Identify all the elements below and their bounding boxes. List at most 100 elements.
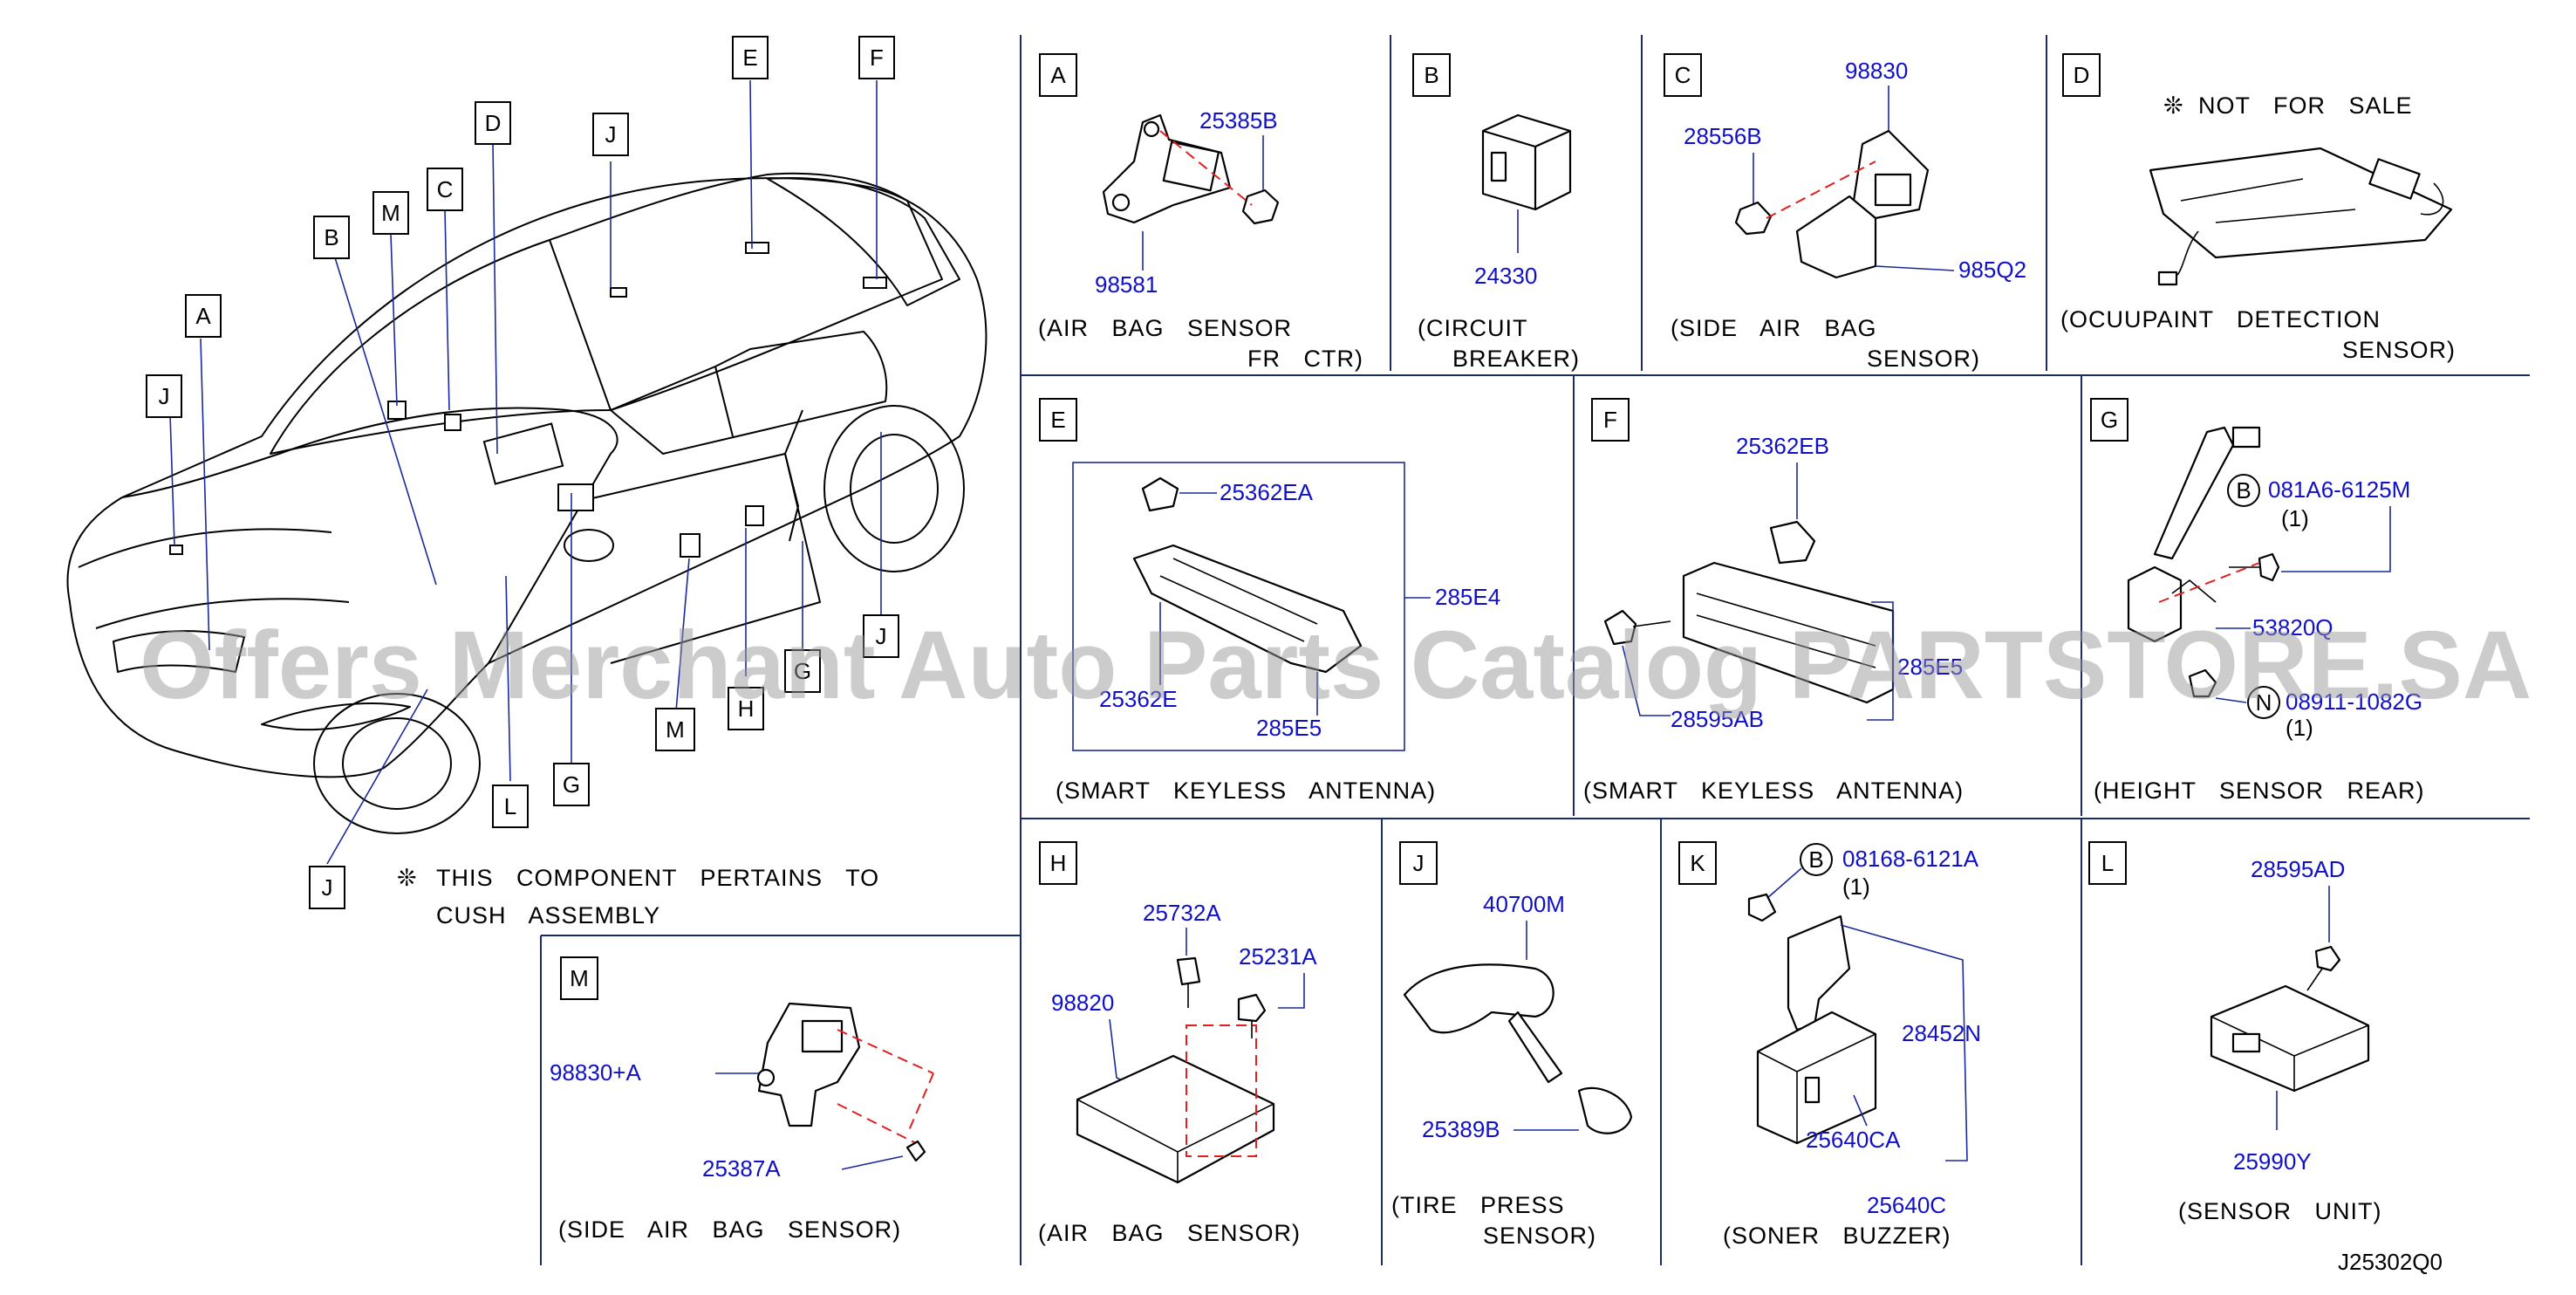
callout-j4: J xyxy=(322,874,333,901)
rear-wheel xyxy=(823,405,965,572)
caption-b-1: (CIRCUIT xyxy=(1418,315,1527,341)
callout-m2: M xyxy=(666,716,685,743)
caption-h: (AIR BAG SENSOR) xyxy=(1038,1220,1301,1246)
pn-98581: 98581 xyxy=(1095,271,1158,298)
car-body-outline xyxy=(66,177,987,778)
panel-a-letter: A xyxy=(1050,62,1066,88)
caption-e: (SMART KEYLESS ANTENNA) xyxy=(1056,778,1436,804)
pn-25362e: 25362E xyxy=(1099,686,1178,712)
pn-285e4: 285E4 xyxy=(1435,584,1500,610)
panel-h-letter: H xyxy=(1050,850,1067,876)
pn-25387a: 25387A xyxy=(702,1155,781,1182)
pn-25385b: 25385B xyxy=(1199,107,1278,134)
callout-a: A xyxy=(195,303,211,329)
height-sensor-rear-arm xyxy=(2153,426,2235,560)
pn-28595ab: 28595AB xyxy=(1671,706,1764,732)
panel-c-letter: C xyxy=(1675,62,1691,88)
callout-l: L xyxy=(504,793,516,819)
caption-l: (SENSOR UNIT) xyxy=(2178,1198,2382,1224)
panel-grid xyxy=(540,35,2530,1265)
panel-j: J 40700M 25389B (TIRE PRESS SENSOR) xyxy=(1391,841,1633,1249)
pn-08911-qty: (1) xyxy=(2286,715,2313,741)
bolt-25231a xyxy=(1237,993,1267,1023)
nut-08911 xyxy=(2188,668,2217,698)
pn-28556b: 28556B xyxy=(1684,123,1762,149)
caption-k: (SONER BUZZER) xyxy=(1723,1223,1951,1249)
not-for-sale-asterisk: ❊ xyxy=(2163,92,2184,119)
badge-n-g: N xyxy=(2256,689,2272,716)
pn-25640ca: 25640CA xyxy=(1806,1127,1901,1153)
component-note: ❊ THIS COMPONENT PERTAINS TO CUSH ASSEMB… xyxy=(397,865,878,928)
pn-28452n: 28452N xyxy=(1902,1020,1981,1046)
caption-d-1: (OCUUPAINT DETECTION xyxy=(2060,306,2381,332)
panel-f-letter: F xyxy=(1603,407,1617,433)
pn-081a6-6125m: 081A6-6125M xyxy=(2268,476,2410,503)
pn-98830: 98830 xyxy=(1845,58,1908,84)
clip-25362eb xyxy=(1769,520,1816,565)
pn-53820q: 53820Q xyxy=(2252,614,2333,641)
callout-j1: J xyxy=(159,383,170,409)
caption-j-2: SENSOR) xyxy=(1483,1223,1596,1249)
badge-b-k: B xyxy=(1808,846,1823,873)
caption-c-2: SENSOR) xyxy=(1867,346,1980,372)
panel-e: E 285E4 25362EA 25362E 285E5 (SMART KEYL… xyxy=(1039,398,1500,804)
clip-25387a xyxy=(905,1140,926,1162)
pn-98830-a: 98830+A xyxy=(550,1059,641,1086)
panel-j-letter: J xyxy=(1413,850,1425,876)
pn-98820: 98820 xyxy=(1051,990,1114,1016)
car-callouts: A J B M C D J E F J G H M G L J xyxy=(146,36,899,909)
panel-k: K B 08168-6121A (1) 28452N 25640CA 25640… xyxy=(1678,841,1981,1249)
pn-08168-6121a: 08168-6121A xyxy=(1842,846,1979,872)
panel-a: A 25385B 98581 (AIR BAG SENSOR FR CTR) xyxy=(1038,53,1363,372)
callout-j3: J xyxy=(876,623,887,649)
car-overview xyxy=(66,172,987,834)
bolt-25732a xyxy=(1176,956,1201,986)
callout-d: D xyxy=(485,110,502,136)
panel-l-letter: L xyxy=(2101,850,2114,876)
panel-b-letter: B xyxy=(1424,62,1438,88)
panel-c: C 98830 28556B 985Q2 (SIDE AIR BAG SENSO… xyxy=(1664,53,2026,372)
pn-28595ad: 28595AD xyxy=(2251,856,2345,882)
panel-d-letter: D xyxy=(2074,62,2090,88)
pn-08168-qty: (1) xyxy=(1842,874,1870,900)
pn-25389b: 25389B xyxy=(1422,1116,1500,1142)
pn-40700m: 40700M xyxy=(1483,891,1565,917)
not-for-sale: NOT FOR SALE xyxy=(2198,92,2413,119)
clip-25362ea xyxy=(1141,476,1179,512)
nut-28556b xyxy=(1734,201,1773,236)
tire-pressure-sensor xyxy=(1403,963,1554,1034)
caption-a-2: FR CTR) xyxy=(1247,346,1363,372)
panel-f: F 25362EB 285E5 28595AB (SMART KEYLESS A… xyxy=(1583,398,1964,804)
side-mirror xyxy=(564,529,614,562)
windshield xyxy=(270,239,612,455)
panel-m: M 98830+A 25387A (SIDE AIR BAG SENSOR) xyxy=(550,956,934,1243)
drawing-id: J25302Q0 xyxy=(2338,1249,2443,1275)
panel-b: B 24330 (CIRCUIT BREAKER) xyxy=(1412,53,1580,372)
caption-d-2: SENSOR) xyxy=(2342,337,2456,363)
pn-285e5-e: 285E5 xyxy=(1256,715,1322,741)
pn-25362ea: 25362EA xyxy=(1220,479,1314,505)
caption-f: (SMART KEYLESS ANTENNA) xyxy=(1583,778,1964,804)
airbag-sensor-unit xyxy=(1076,1054,1275,1184)
pn-24330: 24330 xyxy=(1474,263,1537,289)
sensor-unit xyxy=(2210,984,2370,1093)
panel-k-letter: K xyxy=(1690,850,1705,876)
note-line2: CUSH ASSEMBLY xyxy=(436,902,660,928)
callout-k: H xyxy=(738,695,755,722)
caption-b-2: BREAKER) xyxy=(1452,346,1580,372)
panel-d: D ❊ NOT FOR SALE (OCUUPAINT DETECTION SE… xyxy=(2060,53,2456,363)
pn-25640c: 25640C xyxy=(1867,1192,1946,1218)
pn-25362eb: 25362EB xyxy=(1736,433,1829,459)
note-asterisk: ❊ xyxy=(397,865,418,891)
watermark: Offers Merchant Auto Parts Catalog PARTS… xyxy=(140,612,2532,719)
panel-e-letter: E xyxy=(1050,407,1065,433)
panel-m-letter: M xyxy=(570,965,589,991)
bracket-28452n xyxy=(1787,915,1851,1031)
pn-285e5-f: 285E5 xyxy=(1897,654,1963,680)
callout-e: E xyxy=(742,45,757,71)
valve-cap-25389b xyxy=(1577,1086,1633,1134)
callout-h: G xyxy=(563,771,580,798)
bolt-081a6 xyxy=(2258,552,2280,582)
caption-c-1: (SIDE AIR BAG xyxy=(1671,315,1877,341)
